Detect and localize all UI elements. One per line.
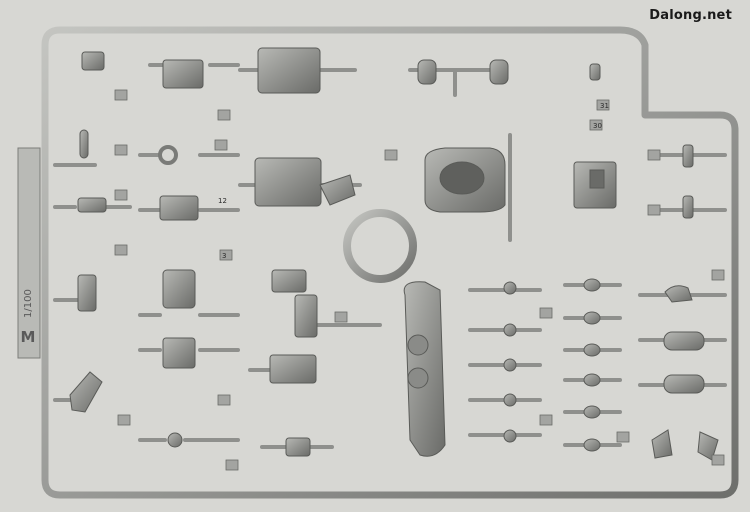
part-number-label: 30 — [593, 122, 602, 130]
runner-name-tag — [17, 147, 41, 359]
runner-ring — [343, 209, 417, 283]
runner-tag-scale: 1/100 — [23, 289, 34, 318]
runner-tag: M — [18, 150, 38, 350]
part-number-label: 3 — [222, 252, 226, 260]
watermark: Dalong.net — [649, 8, 732, 23]
runner-tag-letter: M — [20, 328, 36, 346]
runner-frame — [41, 26, 739, 499]
part-number-tabs — [114, 89, 725, 471]
kit-parts — [69, 47, 719, 461]
part-number-label: 12 — [218, 197, 227, 205]
part-number-label: 31 — [600, 102, 609, 110]
